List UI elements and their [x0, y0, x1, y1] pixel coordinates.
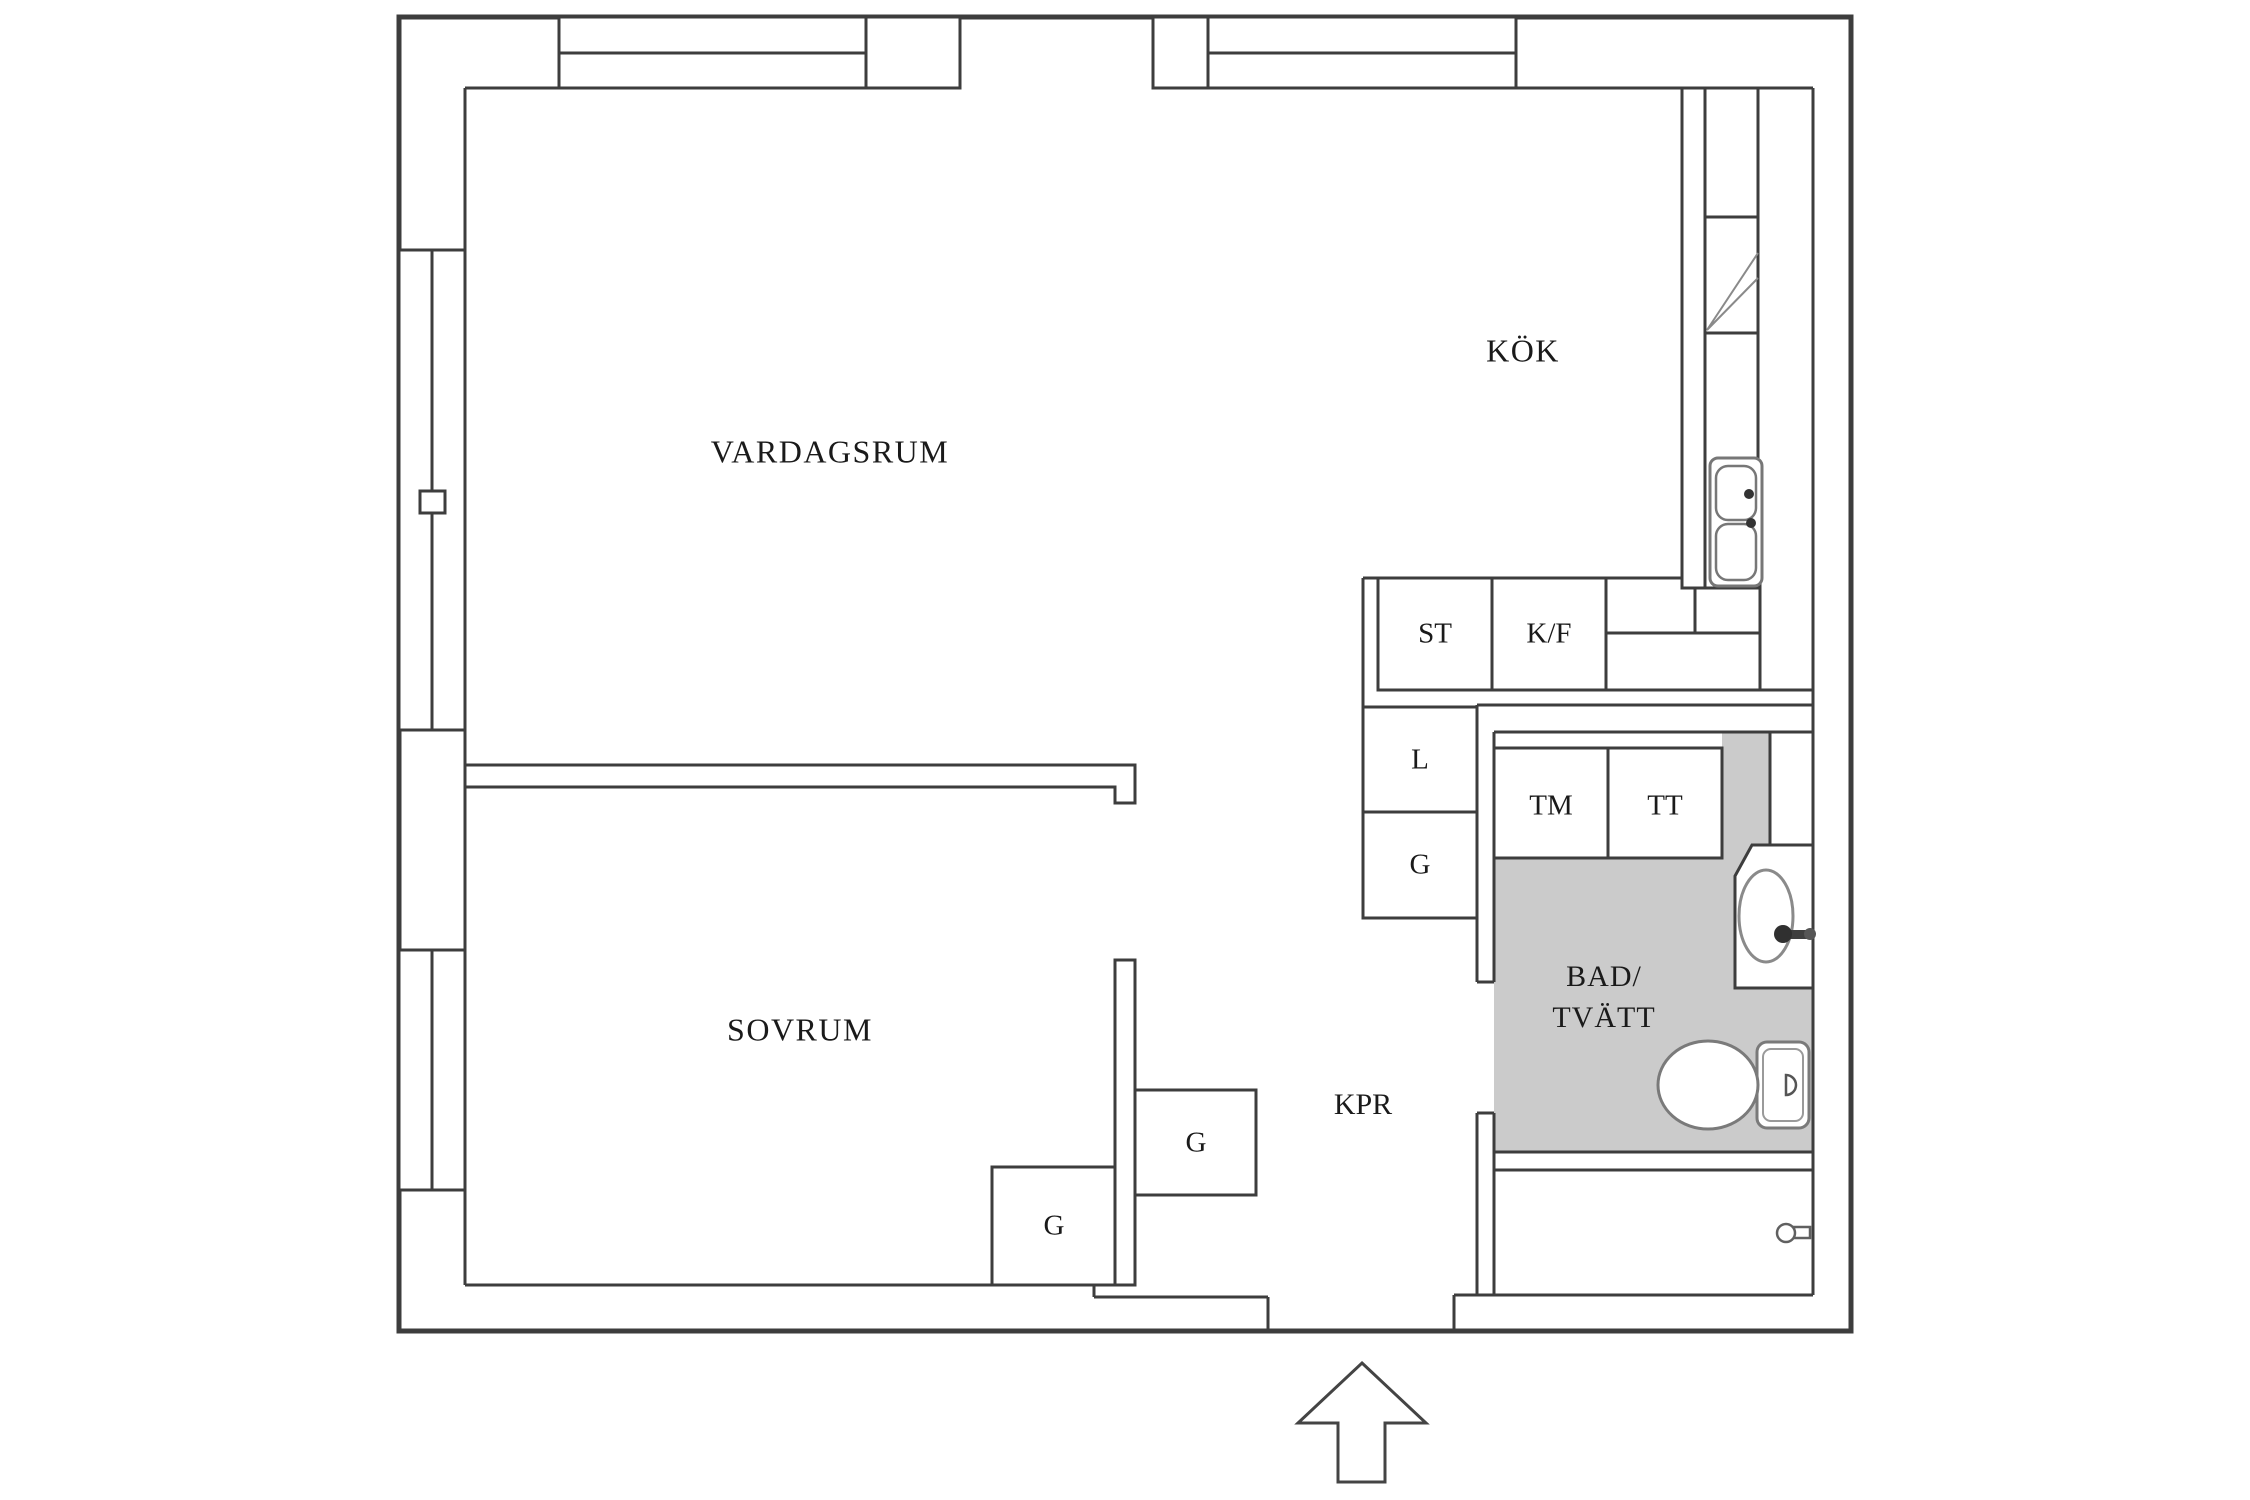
- cabinet-door-swing-icon: [1706, 252, 1759, 331]
- linen-closet-label: L: [1411, 743, 1429, 776]
- corridor-label: KPR: [1333, 1088, 1393, 1121]
- bathroom-walls: [1475, 703, 1813, 1295]
- bathroom-wall-chunk: [1768, 730, 1815, 847]
- bathroom-label-line1: BAD/: [1566, 960, 1642, 993]
- pantry-cabinet-label: ST: [1418, 617, 1452, 650]
- bathroom-floor-gap: [1494, 732, 1722, 748]
- living-room-label: VARDAGSRUM: [710, 433, 950, 470]
- wardrobe-column-label: G: [1409, 848, 1431, 881]
- wardrobe-bedroom-box: [990, 1165, 1117, 1287]
- fridge-freezer-box: [1490, 576, 1608, 692]
- left-windows: [397, 248, 467, 1192]
- wardrobe-hall-box: [1133, 1088, 1258, 1197]
- kitchen-counters: [1604, 86, 1813, 692]
- kitchen-label: KÖK: [1486, 332, 1560, 369]
- bedroom-right-wall: [1113, 958, 1137, 1287]
- closet-column: [1361, 576, 1608, 920]
- entrance-arrow-icon: [1294, 1360, 1430, 1484]
- bathroom-label-line2: TVÄTT: [1552, 1001, 1656, 1034]
- wardrobe-column-box: [1361, 810, 1479, 920]
- fridge-freezer-label: K/F: [1526, 617, 1572, 650]
- wall-pier: [864, 15, 962, 90]
- bathroom-label: BAD/ TVÄTT: [1552, 956, 1655, 1038]
- valve-icon: [1775, 1222, 1812, 1244]
- linen-closet-box: [1361, 705, 1479, 814]
- top-windows: [557, 15, 1518, 90]
- wardrobe-hall-label: G: [1185, 1126, 1207, 1159]
- bedroom-label: SOVRUM: [727, 1011, 873, 1048]
- tumble-dryer-label: TT: [1647, 789, 1683, 822]
- kitchen-sink-icon: [1708, 456, 1764, 588]
- washing-machine-label: TM: [1529, 789, 1573, 822]
- wardrobe-bedroom-label: G: [1043, 1209, 1065, 1242]
- toilet-icon: [1656, 1039, 1811, 1131]
- partition-wall-bedroom: [463, 763, 1137, 805]
- wall-pier: [1151, 15, 1210, 90]
- window-handle-icon: [418, 489, 447, 515]
- bathroom-sink-icon: [1737, 868, 1816, 964]
